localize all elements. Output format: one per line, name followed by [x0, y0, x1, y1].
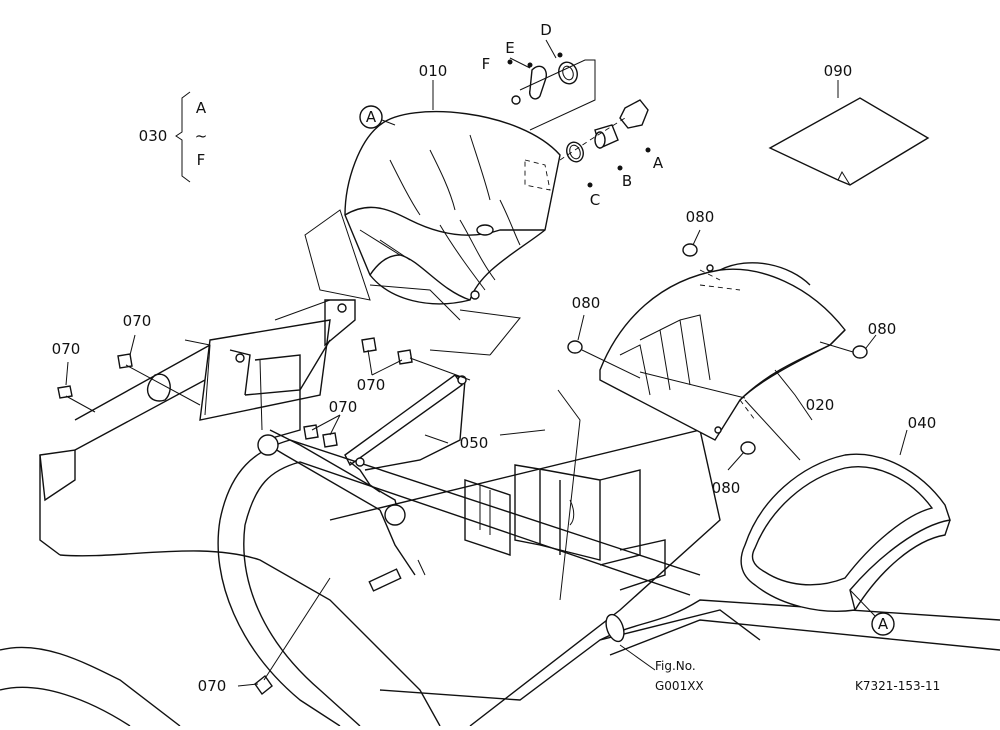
- fasteners: [57, 243, 868, 696]
- callout-030: 030: [139, 127, 168, 145]
- callout-070-e: 070: [198, 677, 227, 695]
- callout-090: 090: [824, 62, 853, 80]
- sub-label-b: B: [622, 172, 632, 190]
- drawing-code: K7321-153-11: [855, 679, 940, 693]
- callout-labels: 010 020 030 040 050 090 070 070 070 070 …: [52, 21, 937, 695]
- cushion-ref-letter: A: [878, 615, 889, 633]
- frame-structure: [0, 319, 1000, 727]
- seat-bucket-010: [344, 110, 561, 305]
- knob-parts: [507, 52, 651, 188]
- figure-info: Fig.No. G001XX K7321-153-11: [655, 659, 940, 693]
- callout-070-c: 070: [357, 376, 386, 394]
- callout-070-b: 070: [52, 340, 81, 358]
- guide-lines: [184, 209, 801, 601]
- callout-020: 020: [806, 396, 835, 414]
- callout-080-c: 080: [868, 320, 897, 338]
- callout-010: 010: [419, 62, 448, 80]
- callout-070-a: 070: [123, 312, 152, 330]
- cover-020: [599, 262, 846, 441]
- callout-050: 050: [460, 434, 489, 452]
- fig-label: Fig.No.: [655, 659, 696, 673]
- sub-label-f: F: [482, 55, 491, 73]
- kit-030-from: A: [196, 99, 207, 117]
- cushion-040: [740, 453, 951, 612]
- callout-040: 040: [908, 414, 937, 432]
- sub-label-c: C: [590, 191, 600, 209]
- callout-080-d: 080: [712, 479, 741, 497]
- seat-ref-circle: [359, 105, 383, 129]
- sub-label-e: E: [505, 39, 514, 57]
- sub-label-a: A: [653, 154, 664, 172]
- fig-number: G001XX: [655, 679, 704, 693]
- circle-markers: A A: [359, 105, 895, 636]
- sub-label-d: D: [540, 21, 552, 39]
- leader-lines: [65, 80, 908, 687]
- bracket-050: [235, 299, 467, 493]
- cushion-ref-circle: [871, 612, 895, 636]
- callout-070-d: 070: [329, 398, 358, 416]
- seat-ref-letter: A: [366, 108, 377, 126]
- callout-080-b: 080: [572, 294, 601, 312]
- callout-080-a: 080: [686, 208, 715, 226]
- label-sheet-090: [768, 97, 930, 186]
- kit-030-to: F: [197, 151, 206, 169]
- kit-030-range-mark: ~: [195, 127, 208, 145]
